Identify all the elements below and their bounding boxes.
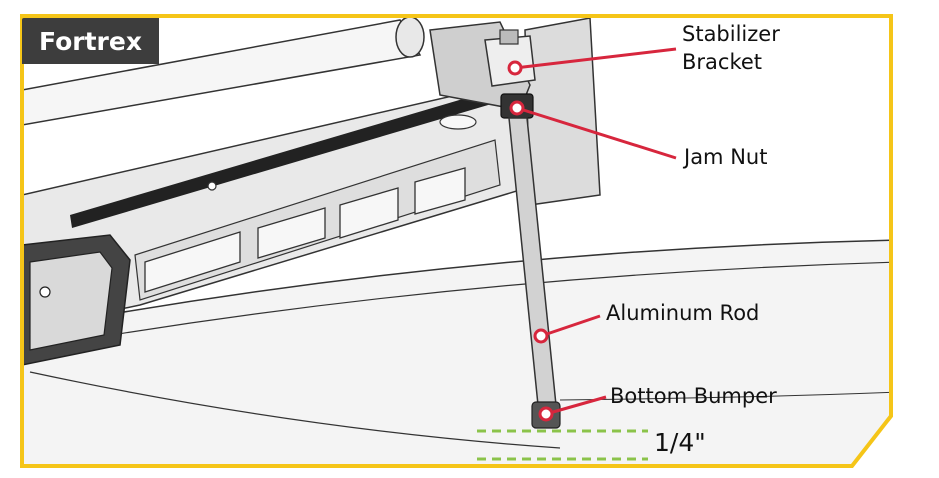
callout-dot-stabilizer <box>507 60 523 76</box>
callout-dot-rod <box>533 328 549 344</box>
deck-right-line <box>559 391 891 401</box>
label-stabilizer-line2: Bracket <box>682 50 763 74</box>
label-jam-nut: Jam Nut <box>684 145 768 169</box>
arm-slots <box>144 167 466 293</box>
frame-border <box>20 14 893 468</box>
mount-plate <box>524 17 601 206</box>
deck-surface <box>22 239 891 466</box>
label-bottom-bumper: Bottom Bumper <box>610 384 777 408</box>
arm-screw <box>207 181 217 191</box>
brand-badge: Fortrex <box>22 18 159 64</box>
callout-dots <box>507 60 554 422</box>
callout-dot-bumper <box>538 406 554 422</box>
label-gap-measurement: 1/4" <box>654 428 706 457</box>
deck-edge-line <box>22 261 891 351</box>
upper-tube <box>22 19 422 126</box>
label-stabilizer-line1: Stabilizer <box>682 22 780 46</box>
callout-line-rod <box>540 314 601 338</box>
callout-line-bumper <box>545 395 607 416</box>
label-stabilizer-bracket: Stabilizer Bracket <box>682 20 780 76</box>
callout-line-stabilizer <box>514 47 677 70</box>
mount-arm-rail <box>70 88 505 228</box>
callout-dot-jam-nut <box>509 100 525 116</box>
callout-line-jam-nut <box>516 106 677 160</box>
gap-indicator <box>477 429 648 461</box>
motor-screw <box>39 286 51 298</box>
motor-housing-face <box>29 251 113 351</box>
bracket-bolt <box>499 29 519 45</box>
upper-tube-end <box>395 16 425 58</box>
drawing-area <box>22 16 891 466</box>
deck-lower-line <box>29 371 561 449</box>
callout-lines <box>514 47 677 416</box>
label-aluminum-rod: Aluminum Rod <box>606 301 760 325</box>
arm-slot-oval <box>439 114 477 130</box>
